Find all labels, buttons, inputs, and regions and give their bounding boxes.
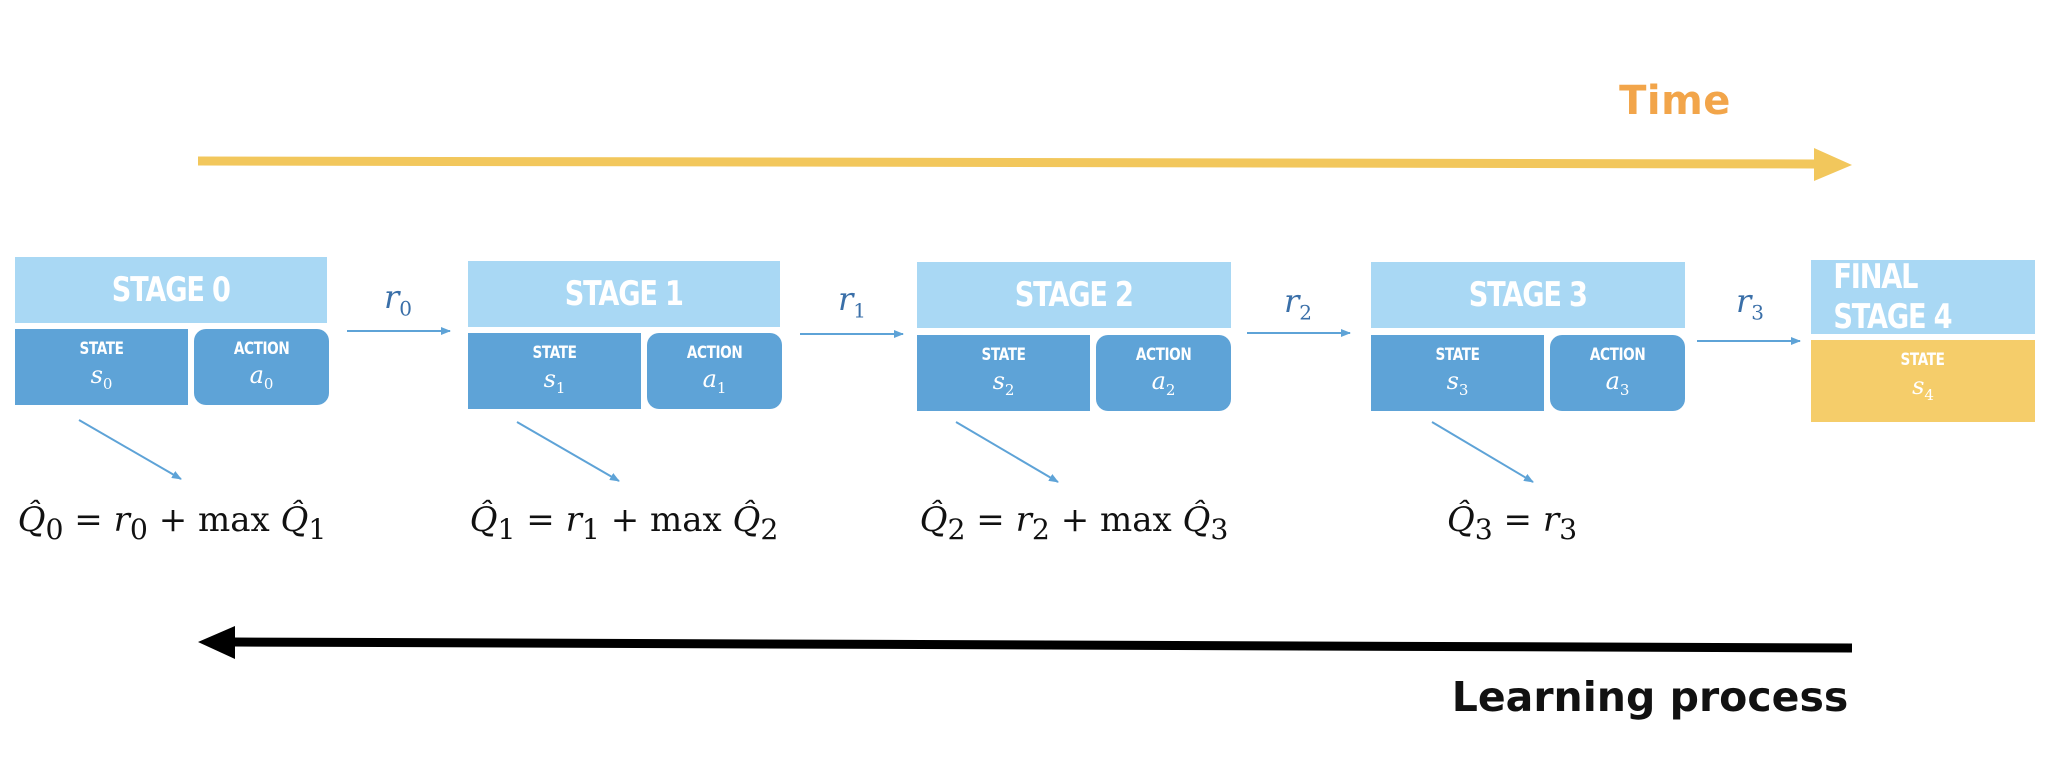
state-variable: s1	[543, 365, 566, 397]
state-variable: s4	[1912, 372, 1934, 404]
action-cell: ACTION a0	[194, 329, 329, 405]
action-variable: a0	[249, 361, 274, 393]
time-label: Time	[1619, 78, 1731, 124]
state-label: STATE	[79, 339, 124, 359]
learning-arrow	[198, 626, 1853, 659]
stage-title: STAGE 3	[1371, 262, 1685, 328]
equation-2: Q̂2 = r2 + max Q̂3	[919, 500, 1229, 546]
state-label: STATE	[532, 343, 577, 363]
state-variable: s0	[90, 361, 113, 393]
action-label: ACTION	[686, 343, 743, 363]
equation-1: Q̂1 = r1 + max Q̂2	[469, 500, 779, 546]
action-variable: a3	[1605, 367, 1630, 399]
equation-0: Q̂0 = r0 + max Q̂1	[17, 500, 327, 546]
action-variable: a2	[1151, 367, 1176, 399]
action-cell: ACTION a1	[647, 333, 782, 409]
learning-process-label: Learning process	[1451, 673, 1849, 721]
action-variable: a1	[702, 365, 727, 397]
action-label: ACTION	[1135, 345, 1192, 365]
time-arrow	[197, 148, 1852, 181]
state-to-equation-arrow-3	[1431, 421, 1534, 483]
state-to-equation-arrow-1	[516, 421, 620, 482]
reward-label-2: r2	[1283, 282, 1313, 325]
state-label: STATE	[1435, 345, 1480, 365]
equation-3: Q̂3 = r3	[1446, 500, 1578, 546]
action-label: ACTION	[1589, 345, 1646, 365]
state-cell: STATE s2	[917, 335, 1090, 411]
final-state-cell: STATE s4	[1811, 340, 2035, 422]
state-variable: s3	[1446, 367, 1469, 399]
stage-title: FINAL STAGE 4	[1811, 257, 2035, 337]
state-cell: STATE s1	[468, 333, 641, 409]
state-to-equation-arrow-2	[955, 421, 1059, 483]
state-label: STATE	[981, 345, 1026, 365]
state-label: STATE	[1900, 350, 1946, 370]
action-cell: ACTION a2	[1096, 335, 1231, 411]
stage-title: STAGE 1	[468, 261, 780, 327]
reward-label-3: r3	[1735, 282, 1765, 325]
state-cell: STATE s0	[15, 329, 188, 405]
reward-label-0: r0	[383, 278, 413, 321]
reward-label-1: r1	[837, 280, 867, 323]
action-cell: ACTION a3	[1550, 335, 1685, 411]
stage-title: STAGE 2	[917, 262, 1231, 328]
action-label: ACTION	[233, 339, 290, 359]
stage-title: STAGE 0	[15, 257, 327, 323]
state-to-equation-arrow-0	[78, 419, 182, 480]
state-cell: STATE s3	[1371, 335, 1544, 411]
state-variable: s2	[992, 367, 1015, 399]
